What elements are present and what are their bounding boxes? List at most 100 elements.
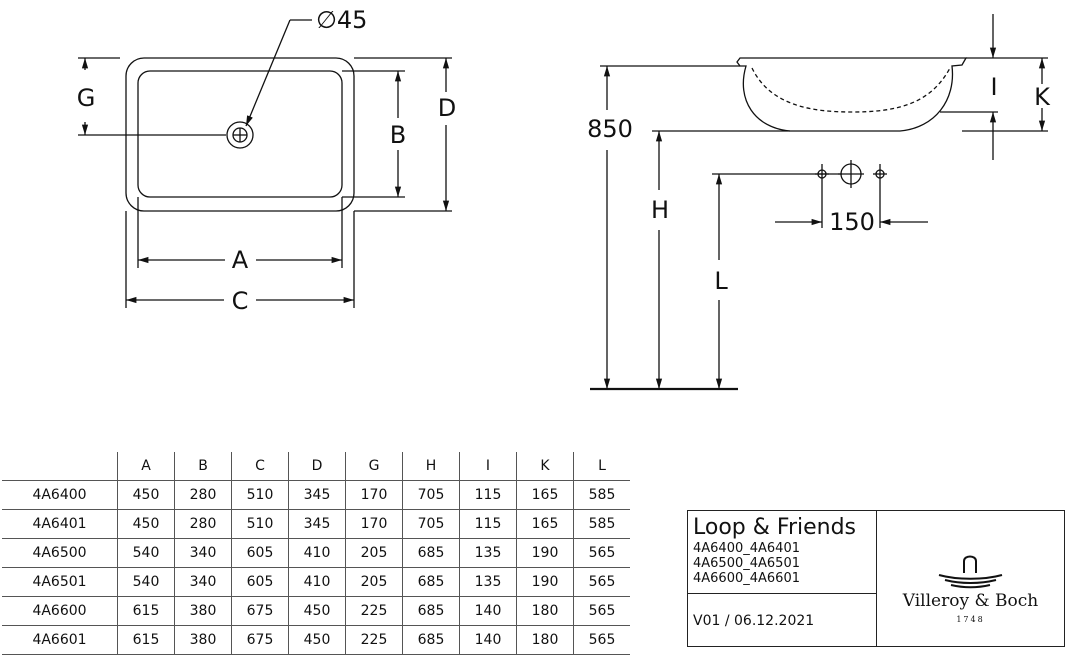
table-cell: 280 — [174, 480, 232, 510]
product-code-line: 4A6400_4A6401 — [693, 541, 800, 556]
dim-label-g: G — [77, 84, 96, 112]
title-block-info: Loop & Friends 4A6400_4A6401 4A6500_4A65… — [688, 511, 877, 646]
table-cell: 170 — [345, 480, 403, 510]
brand-logo: Villeroy & Boch 1748 — [877, 511, 1064, 646]
table-cell: 190 — [516, 567, 574, 597]
table-cell: 165 — [516, 509, 574, 539]
dim-label-i: I — [990, 73, 997, 101]
table-cell-code: 4A6500 — [2, 538, 118, 568]
table-header-code — [2, 452, 118, 481]
table-cell: 225 — [345, 625, 403, 655]
table-cell: 585 — [573, 509, 630, 539]
table-cell-code: 4A6400 — [2, 480, 118, 510]
table-cell-code: 4A6601 — [2, 625, 118, 655]
table-cell: 190 — [516, 538, 574, 568]
height-850-label: 850 — [587, 115, 633, 143]
table-cell: 180 — [516, 625, 574, 655]
table-cell-code: 4A6501 — [2, 567, 118, 597]
table-header: L — [573, 452, 630, 481]
dim-label-l: L — [714, 267, 728, 295]
table-cell: 565 — [573, 596, 630, 626]
table-cell: 380 — [174, 596, 232, 626]
basin-inner-outline — [137, 70, 343, 198]
table-header: K — [516, 452, 574, 481]
table-cell: 540 — [117, 538, 175, 568]
table-cell: 340 — [174, 538, 232, 568]
table-cell: 685 — [402, 625, 460, 655]
dim-label-d: D — [438, 94, 456, 122]
table-cell: 685 — [402, 538, 460, 568]
table-cell: 705 — [402, 480, 460, 510]
table-header: B — [174, 452, 232, 481]
table-cell: 510 — [231, 480, 289, 510]
table-header: I — [459, 452, 517, 481]
table-header-row: A B C D G H I K L — [2, 452, 630, 481]
table-cell: 450 — [288, 596, 346, 626]
dim-label-k: K — [1034, 83, 1051, 111]
table-cell: 565 — [573, 567, 630, 597]
spacing-150-label: 150 — [829, 208, 875, 236]
table-cell: 340 — [174, 567, 232, 597]
table-cell: 615 — [117, 596, 175, 626]
dim-label-c: C — [232, 287, 249, 315]
table-cell: 565 — [573, 625, 630, 655]
table-cell: 180 — [516, 596, 574, 626]
dim-label-b: B — [390, 121, 406, 149]
bowl-hidden-line — [751, 67, 951, 113]
table-cell: 585 — [573, 480, 630, 510]
table-cell: 140 — [459, 625, 517, 655]
top-view — [78, 19, 452, 308]
table-cell: 280 — [174, 509, 232, 539]
table-cell: 205 — [345, 538, 403, 568]
table-cell: 605 — [231, 538, 289, 568]
table-cell: 205 — [345, 567, 403, 597]
table-cell: 565 — [573, 538, 630, 568]
product-codes: 4A6400_4A6401 4A6500_4A6501 4A6600_4A660… — [693, 541, 800, 586]
top-view-labels: ∅45 G B D A C — [77, 6, 457, 315]
table-cell: 675 — [231, 596, 289, 626]
table-cell: 115 — [459, 480, 517, 510]
table-cell: 140 — [459, 596, 517, 626]
basin-section — [736, 57, 968, 132]
technical-drawing: ∅45 G B D A C — [77, 6, 1051, 391]
table-cell: 675 — [231, 625, 289, 655]
table-cell: 410 — [288, 567, 346, 597]
table-cell: 345 — [288, 509, 346, 539]
table-cell: 380 — [174, 625, 232, 655]
table-header: A — [117, 452, 175, 481]
table-cell: 165 — [516, 480, 574, 510]
table-cell: 450 — [117, 480, 175, 510]
brand-year: 1748 — [956, 615, 985, 624]
table-cell: 685 — [402, 596, 460, 626]
dim-label-h: H — [651, 196, 669, 224]
side-view-labels: 850 H L 150 I K — [587, 73, 1051, 295]
dim-label-a: A — [232, 246, 249, 274]
table-cell: 345 — [288, 480, 346, 510]
title-block-divider — [688, 593, 876, 594]
table-header: C — [231, 452, 289, 481]
table-header: G — [345, 452, 403, 481]
table-cell-code: 4A6600 — [2, 596, 118, 626]
table-cell: 450 — [288, 625, 346, 655]
diameter-label: ∅45 — [316, 6, 367, 34]
drain-outer — [226, 121, 254, 149]
table-cell: 135 — [459, 538, 517, 568]
table-cell: 705 — [402, 509, 460, 539]
table-cell: 135 — [459, 567, 517, 597]
table-cell-code: 4A6401 — [2, 509, 118, 539]
faucet-emblem-icon — [938, 555, 1003, 589]
table-cell: 115 — [459, 509, 517, 539]
table-cell: 540 — [117, 567, 175, 597]
table-cell: 225 — [345, 596, 403, 626]
table-header: D — [288, 452, 346, 481]
table-cell: 685 — [402, 567, 460, 597]
version-date: V01 / 06.12.2021 — [693, 613, 815, 629]
title-block: Loop & Friends 4A6400_4A6401 4A6500_4A65… — [687, 510, 1065, 647]
